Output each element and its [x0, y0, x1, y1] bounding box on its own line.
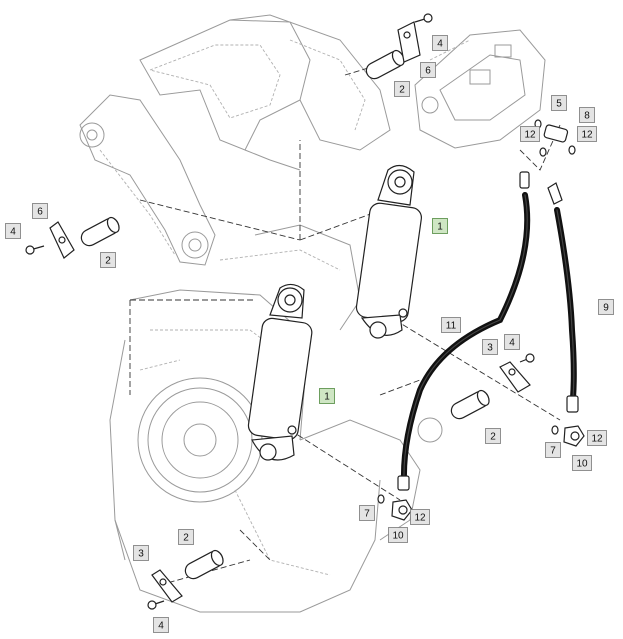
- callout-c-3-bottom: 3: [133, 545, 149, 561]
- pins: [80, 49, 490, 580]
- callout-number: 3: [487, 343, 493, 354]
- callout-c-1-bottom: 1: [319, 388, 335, 404]
- fittings: [377, 119, 585, 521]
- callout-number: 2: [490, 432, 496, 443]
- callout-c-10-right: 10: [572, 455, 592, 471]
- callout-c-3-mid: 3: [482, 339, 498, 355]
- callout-c-1-top: 1: [432, 218, 448, 234]
- bolts: [25, 13, 535, 610]
- callout-c-4-top: 4: [432, 35, 448, 51]
- hose-11: [397, 171, 531, 491]
- callout-number: 1: [437, 222, 443, 233]
- hydraulic-cylinder-upper: [355, 164, 422, 339]
- callout-c-6-left: 6: [32, 203, 48, 219]
- callout-c-8: 8: [579, 107, 595, 123]
- hose-9: [547, 182, 579, 413]
- retaining-plates: [49, 21, 531, 603]
- callout-number: 7: [550, 446, 556, 457]
- callout-c-2-bottom: 2: [178, 529, 194, 545]
- callout-number: 4: [158, 621, 164, 632]
- callout-c-9: 9: [598, 299, 614, 315]
- callout-c-6-top: 6: [420, 62, 436, 78]
- callout-number: 4: [509, 338, 515, 349]
- callout-c-12-c: 12: [587, 430, 607, 446]
- callout-c-2-top: 2: [394, 81, 410, 97]
- callout-c-2-mid: 2: [485, 428, 501, 444]
- callout-c-11: 11: [441, 317, 461, 333]
- callout-c-2-left: 2: [100, 252, 116, 268]
- callout-c-5: 5: [551, 95, 567, 111]
- callout-number: 1: [324, 392, 330, 403]
- callout-number: 12: [524, 130, 536, 141]
- callout-number: 4: [437, 39, 443, 50]
- callout-number: 2: [105, 256, 111, 267]
- callout-number: 3: [138, 549, 144, 560]
- hydraulic-cylinder-lower: [247, 283, 313, 461]
- callout-number: 2: [183, 533, 189, 544]
- callout-number: 9: [603, 303, 609, 314]
- callout-number: 5: [556, 99, 562, 110]
- callout-number: 7: [364, 509, 370, 520]
- callout-c-12-a: 12: [520, 126, 540, 142]
- callout-number: 6: [37, 207, 43, 218]
- callout-c-4-left: 4: [5, 223, 21, 239]
- ghost-frame: [79, 14, 546, 613]
- callout-number: 6: [425, 66, 431, 77]
- callout-number: 10: [576, 459, 588, 470]
- callout-c-7-left: 7: [359, 505, 375, 521]
- callout-c-10-left: 10: [388, 527, 408, 543]
- callout-number: 10: [392, 531, 404, 542]
- callout-number: 11: [446, 321, 457, 332]
- callout-c-12-d: 12: [410, 509, 430, 525]
- callout-c-12-b: 12: [577, 126, 597, 142]
- callout-c-7-right: 7: [545, 442, 561, 458]
- callout-c-4-mid: 4: [504, 334, 520, 350]
- callout-number: 8: [584, 111, 590, 122]
- callout-number: 12: [581, 130, 593, 141]
- callout-number: 4: [10, 227, 16, 238]
- callout-number: 2: [399, 85, 405, 96]
- callout-number: 12: [414, 513, 426, 524]
- callout-c-4-bottom: 4: [153, 617, 169, 633]
- callout-number: 12: [591, 434, 603, 445]
